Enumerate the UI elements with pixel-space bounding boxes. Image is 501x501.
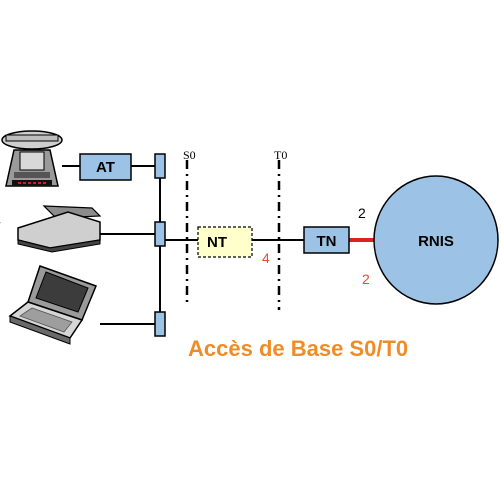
diagram-title: Accès de Base S0/T0 bbox=[188, 336, 408, 361]
at-box bbox=[79, 153, 132, 181]
bus-connector bbox=[154, 311, 166, 337]
laptop-icon bbox=[8, 265, 97, 345]
tn-label: TN bbox=[317, 233, 337, 250]
nt-label: NT bbox=[207, 234, 227, 251]
nt-box bbox=[197, 226, 253, 258]
telephone-icon bbox=[1, 130, 63, 187]
wire-count-nt-tn: 4 bbox=[262, 250, 270, 266]
bus-connector bbox=[154, 153, 166, 179]
rnis-label: RNIS bbox=[418, 233, 454, 250]
wire-count-tn-rnis-top: 2 bbox=[358, 205, 366, 221]
wire-count-tn-rnis-bottom: 2 bbox=[362, 271, 370, 287]
rnis-network bbox=[373, 175, 499, 305]
s0-label: S0 bbox=[183, 148, 196, 162]
fax-icon bbox=[0, 205, 102, 253]
at-label: AT bbox=[96, 159, 115, 176]
tn-box bbox=[303, 226, 350, 254]
t0-label: T0 bbox=[274, 148, 287, 162]
bus-connector bbox=[154, 221, 166, 247]
